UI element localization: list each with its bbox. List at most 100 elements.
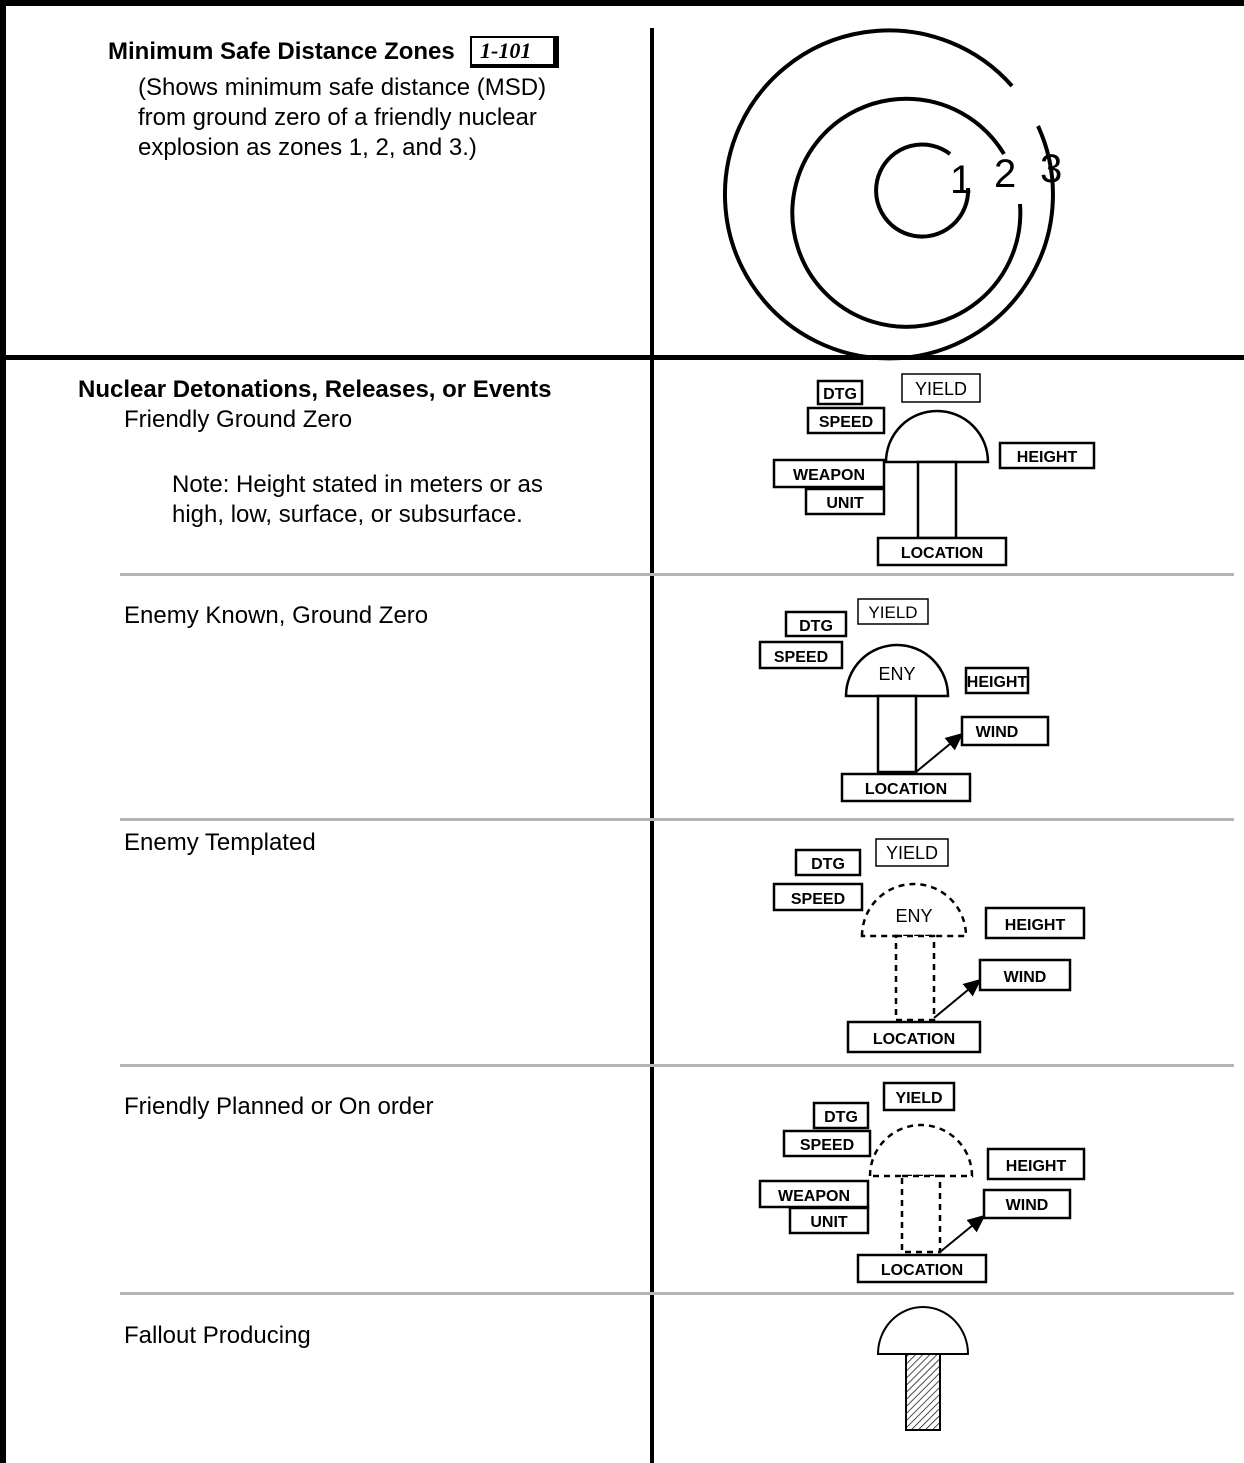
wind-arrow <box>915 732 964 773</box>
height-note-line-1: Note: Height stated in meters or as <box>172 471 543 498</box>
location-label: LOCATION <box>865 781 947 798</box>
yield-box: YIELD <box>901 373 981 403</box>
wind-box: WIND <box>960 715 1050 747</box>
reference-badge: 1-101 <box>470 36 560 68</box>
wind-label: WIND <box>1004 969 1047 986</box>
location-box: LOCATION <box>856 1253 988 1284</box>
height-box: HEIGHT <box>986 1147 1086 1181</box>
section-divider <box>0 355 1244 360</box>
msd-description-line-2: from ground zero of a friendly nuclear <box>138 104 537 131</box>
wind-label: WIND <box>1006 1197 1049 1214</box>
mushroom-cap <box>844 643 950 698</box>
yield-box: YIELD <box>882 1081 956 1112</box>
wind-box: WIND <box>978 958 1072 992</box>
row-divider-3 <box>120 1064 1234 1067</box>
yield-label: YIELD <box>886 843 938 863</box>
msd-description-line-3: explosion as zones 1, 2, and 3.) <box>138 134 477 161</box>
dtg-label: DTG <box>824 1109 858 1126</box>
nuclear-title: Nuclear Detonations, Releases, or Events <box>78 376 552 403</box>
msd-title: Minimum Safe Distance Zones <box>108 38 455 65</box>
mushroom-stem-dashed <box>894 934 936 1022</box>
yield-label: YIELD <box>895 1090 942 1107</box>
yield-box: YIELD <box>875 838 949 867</box>
zone-3-arc <box>723 28 1055 361</box>
location-box: LOCATION <box>846 1020 982 1054</box>
msd-description-line-1: (Shows minimum safe distance (MSD) <box>138 74 547 101</box>
height-label: HEIGHT <box>1006 1158 1067 1175</box>
location-box: LOCATION <box>876 536 1008 567</box>
dtg-label: DTG <box>823 386 857 403</box>
speed-label: SPEED <box>800 1137 854 1154</box>
dtg-box: DTG <box>784 610 848 638</box>
eny-label: ENY <box>878 664 915 684</box>
enemy-templated-label: Enemy Templated <box>124 829 316 856</box>
enemy-templated-symbol: ENY DTG YIELD SPEED HEIGHT WIND LOCATION <box>772 838 1086 1054</box>
mushroom-cap <box>884 409 990 464</box>
location-label: LOCATION <box>881 1262 963 1279</box>
weapon-label: WEAPON <box>793 467 865 484</box>
weapon-box: WEAPON <box>772 458 886 489</box>
mushroom-stem <box>876 694 918 774</box>
wind-arrow <box>939 1214 986 1253</box>
friendly-planned-symbol: DTG YIELD SPEED HEIGHT WEAPON UNIT WIND … <box>758 1081 1086 1284</box>
yield-label: YIELD <box>868 603 917 622</box>
enemy-known-label: Enemy Known, Ground Zero <box>124 602 429 629</box>
left-border <box>0 0 6 1463</box>
speed-box: SPEED <box>806 406 886 435</box>
dtg-box: DTG <box>816 379 864 406</box>
weapon-box: WEAPON <box>758 1179 870 1209</box>
location-box: LOCATION <box>840 772 972 803</box>
height-label: HEIGHT <box>1005 917 1066 934</box>
friendly-ground-zero-label: Friendly Ground Zero <box>124 406 353 433</box>
zone-2-label: 2 <box>994 152 1016 196</box>
friendly-ground-zero-symbol: DTG YIELD SPEED HEIGHT WEAPON UNIT LOCAT… <box>772 373 1096 567</box>
mushroom-cap-dashed <box>868 1123 974 1178</box>
column-divider <box>650 28 654 1463</box>
speed-label: SPEED <box>819 414 873 431</box>
height-box: HEIGHT <box>998 441 1096 470</box>
zone-2-arc <box>790 96 1023 329</box>
friendly-planned-label: Friendly Planned or On order <box>124 1093 434 1120</box>
wind-label: WIND <box>976 724 1019 741</box>
weapon-label: WEAPON <box>778 1188 850 1205</box>
zone-3-label: 3 <box>1040 147 1062 191</box>
fallout-producing-symbol <box>876 1306 970 1431</box>
zone-1-label: 1 <box>950 158 972 202</box>
dtg-box: DTG <box>812 1101 870 1130</box>
top-border <box>0 0 1244 6</box>
mushroom-cap <box>876 1306 970 1355</box>
row-divider-1 <box>120 573 1234 576</box>
row-divider-4 <box>120 1292 1234 1295</box>
unit-label: UNIT <box>810 1214 848 1231</box>
dtg-box: DTG <box>794 848 862 877</box>
row-divider-2 <box>120 818 1234 821</box>
hatched-stem <box>905 1353 941 1431</box>
wind-arrow <box>933 978 982 1019</box>
height-box: HEIGHT <box>964 666 1030 695</box>
speed-label: SPEED <box>774 649 828 666</box>
speed-box: SPEED <box>772 882 864 912</box>
height-label: HEIGHT <box>967 674 1028 691</box>
unit-box: UNIT <box>788 1206 870 1235</box>
yield-label: YIELD <box>915 379 967 399</box>
wind-box: WIND <box>982 1188 1072 1220</box>
dtg-label: DTG <box>799 618 833 635</box>
yield-box: YIELD <box>857 598 929 625</box>
enemy-known-symbol: ENY DTG YIELD SPEED HEIGHT WIND LOCATION <box>758 598 1050 803</box>
zone-1-arc <box>874 142 971 239</box>
eny-label: ENY <box>895 906 932 926</box>
height-box: HEIGHT <box>984 906 1086 940</box>
height-note-line-2: high, low, surface, or subsurface. <box>172 501 523 528</box>
mushroom-stem <box>916 460 958 540</box>
fallout-producing-label: Fallout Producing <box>124 1322 311 1349</box>
speed-label: SPEED <box>791 891 845 908</box>
speed-box: SPEED <box>782 1129 872 1158</box>
unit-label: UNIT <box>826 495 864 512</box>
location-label: LOCATION <box>901 545 983 562</box>
speed-box: SPEED <box>758 640 844 670</box>
dtg-label: DTG <box>811 856 845 873</box>
unit-box: UNIT <box>804 487 886 516</box>
height-label: HEIGHT <box>1017 449 1078 466</box>
